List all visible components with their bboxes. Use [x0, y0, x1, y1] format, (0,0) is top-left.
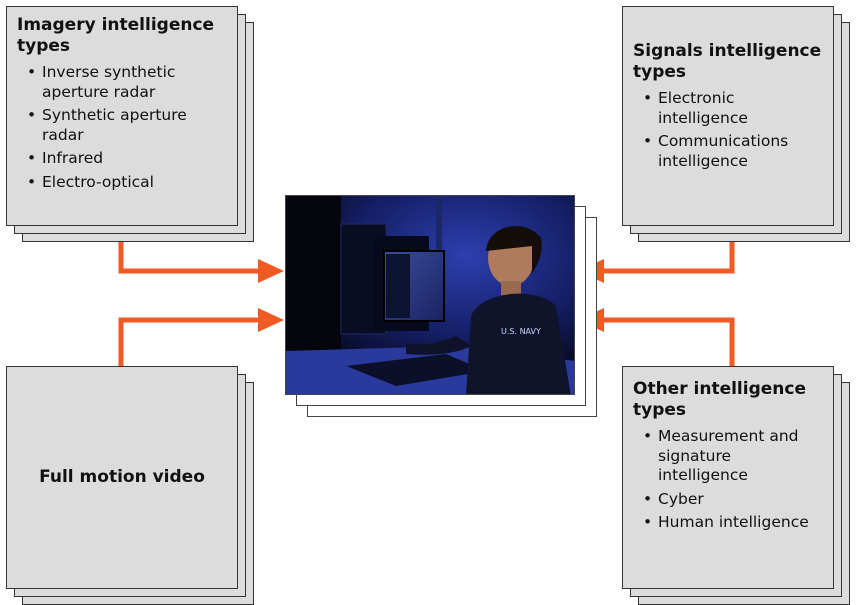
arrowhead-fmv: [258, 308, 284, 332]
analyst-at-workstation-image: U.S. NAVY: [286, 196, 574, 394]
arrow-fmv-to-photo: [118, 317, 262, 366]
list-item: Human intelligence: [643, 513, 823, 533]
arrow-imagery-to-photo: [118, 228, 262, 274]
list-item: Electro-optical: [27, 173, 227, 193]
fmv-box: Full motion video: [6, 366, 238, 589]
signals-box-title: Signals intelligence types: [633, 41, 822, 82]
imagery-box-title: Imagery intelligence types: [17, 15, 215, 56]
list-item: Synthetic aperture radar: [27, 106, 227, 145]
list-item: Infrared: [27, 149, 227, 169]
other-box: Other intelligence types Measurement and…: [622, 366, 834, 589]
imagery-box: Imagery intelligence types Inverse synth…: [6, 6, 238, 226]
list-item: Communications intelligence: [643, 132, 823, 171]
list-item: Cyber: [643, 490, 823, 510]
signals-box: Signals intelligence types Electronic in…: [622, 6, 834, 226]
analyst-photo-stack: U.S. NAVY: [285, 195, 600, 420]
other-box-title: Other intelligence types: [633, 379, 806, 420]
list-item: Electronic intelligence: [643, 89, 823, 128]
fmv-box-title: Full motion video: [39, 467, 205, 487]
signals-intelligence-stack: Signals intelligence types Electronic in…: [622, 6, 858, 246]
other-list: Measurement and signature intelligence C…: [633, 427, 823, 533]
full-motion-video-stack: Full motion video: [6, 366, 256, 605]
list-item: Measurement and signature intelligence: [643, 427, 823, 486]
uniform-label: U.S. NAVY: [501, 327, 541, 336]
list-item: Inverse synthetic aperture radar: [27, 63, 227, 102]
arrow-signals-to-photo: [602, 228, 735, 274]
imagery-intelligence-stack: Imagery intelligence types Inverse synth…: [6, 6, 256, 246]
other-intelligence-stack: Other intelligence types Measurement and…: [622, 366, 858, 605]
signals-list: Electronic intelligence Communications i…: [633, 89, 823, 171]
imagery-list: Inverse synthetic aperture radar Synthet…: [17, 63, 227, 192]
arrowhead-imagery: [258, 259, 284, 283]
arrow-other-to-photo: [602, 317, 735, 366]
analyst-photo: U.S. NAVY: [285, 195, 575, 395]
